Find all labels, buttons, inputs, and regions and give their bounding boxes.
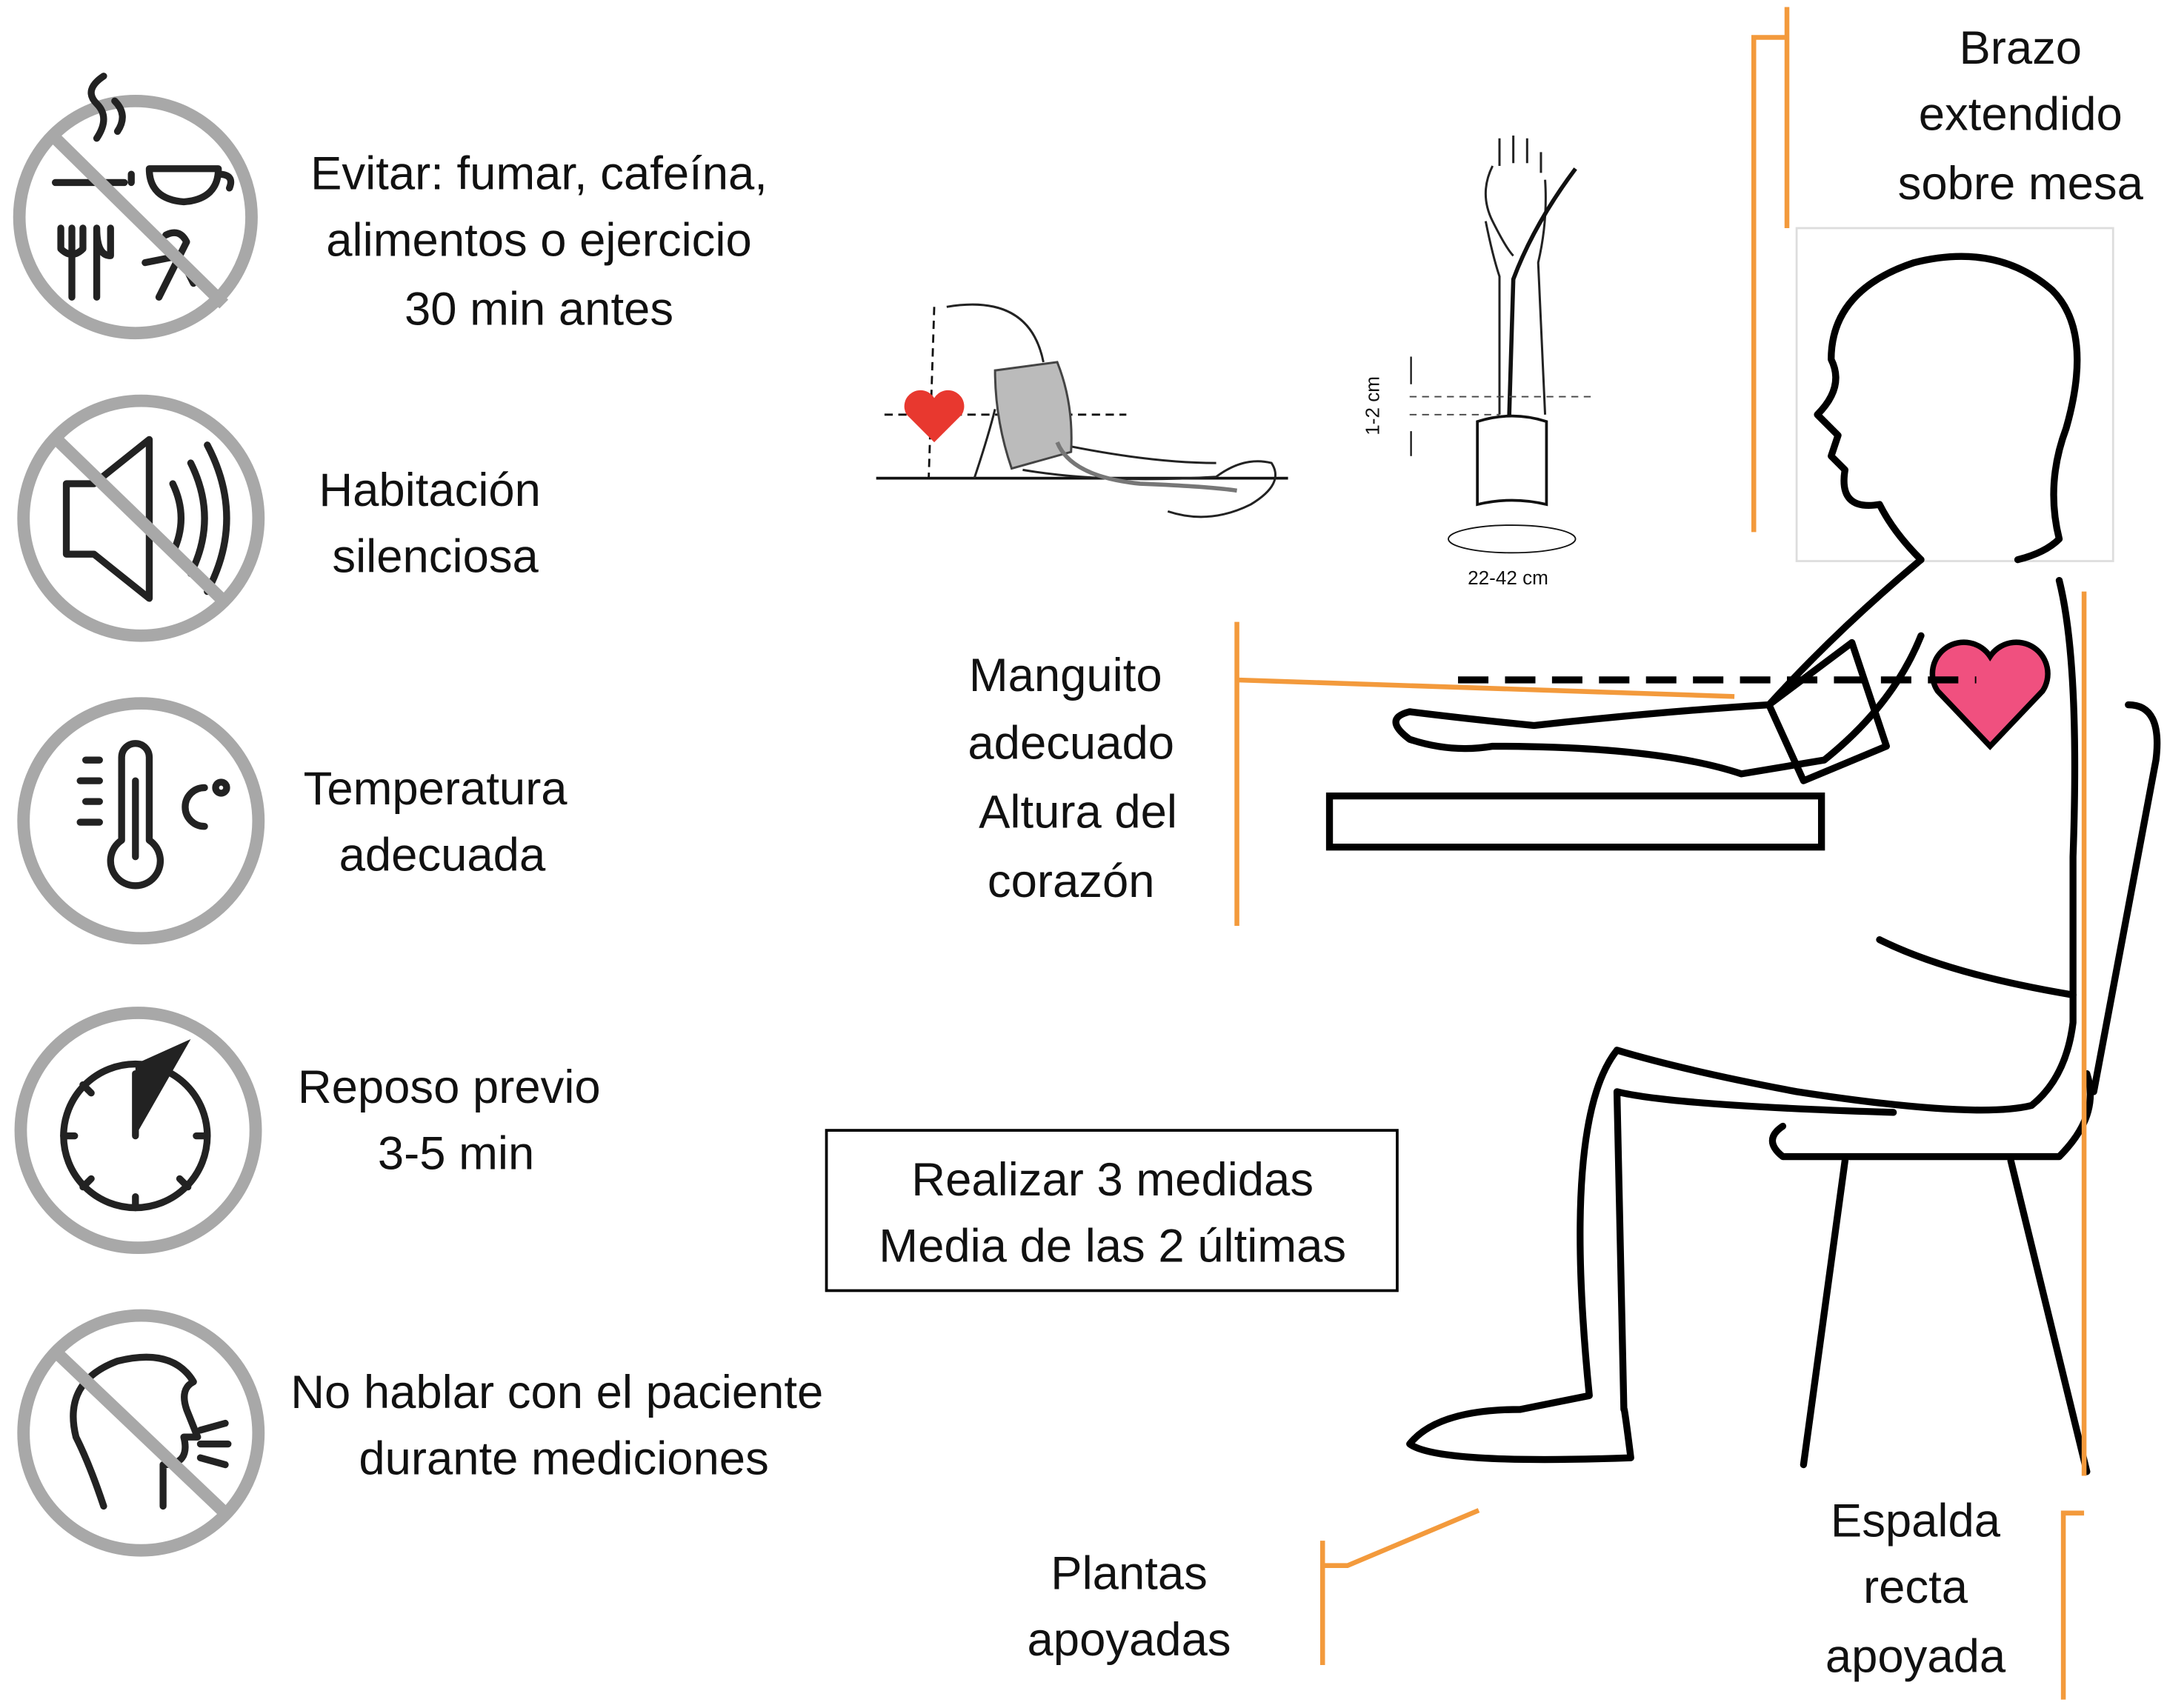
feet-callout-line-1: Plantas [1051, 1547, 1208, 1599]
cuff-callout-line-2: adecuado [968, 717, 1174, 769]
callout-lines [1234, 7, 2087, 1700]
recommendation-3-line-1: Temperatura [304, 763, 568, 815]
measures-line-2: Media de las 2 últimas [879, 1220, 1346, 1272]
recommendation-3-line-2: adecuada [339, 829, 546, 881]
recommendation-1-line-2: alimentos o ejercicio [326, 214, 751, 266]
clock-icon [14, 1007, 262, 1255]
cuff-callout-line-4: corazón [988, 855, 1155, 907]
recommendation-5-line-2: durante mediciones [359, 1433, 768, 1485]
arm-callout-line-2: extendido [1919, 89, 2123, 141]
no-talking-icon [17, 1309, 265, 1557]
arm-callout-line-1: Brazo [1959, 22, 2082, 74]
seated-person-figure [1325, 227, 2161, 1475]
heart-icon [904, 390, 965, 443]
recommendation-4-line-2: 3-5 min [378, 1127, 534, 1179]
recommendation-2-line-2: silenciosa [332, 530, 539, 582]
cuff-circumference-label: 22-42 cm [1468, 567, 1548, 589]
recommendation-2-line-1: Habitación [319, 464, 541, 516]
thermometer-icon [17, 697, 265, 945]
back-callout-line-1: Espalda [1831, 1495, 2001, 1547]
recommendation-4-line-1: Reposo previo [298, 1061, 601, 1113]
cuff-callout-line-1: Manguito [969, 650, 1162, 701]
cuff-offset-label: 1-2 cm [1362, 376, 1384, 436]
cuff-callout-line-3: Altura del [979, 787, 1177, 838]
cuff-front-view-illustration: 1-2 cm 22-42 cm [1362, 135, 1592, 589]
back-callout-line-2: recta [1863, 1561, 1968, 1613]
arm-callout-line-3: sobre mesa [1898, 158, 2144, 210]
recommendation-1-line-3: 30 min antes [405, 284, 673, 336]
heart-icon [1929, 639, 2051, 750]
recommendation-1-line-1: Evitar: fumar, cafeína, [310, 148, 768, 200]
measures-box: Realizar 3 medidas Media de las 2 última… [825, 1129, 1399, 1292]
cuff-shape [993, 361, 1073, 470]
no-smoking-food-exercise-icon [13, 73, 258, 340]
feet-callout-line-2: apoyadas [1028, 1614, 1231, 1666]
no-sound-icon [17, 394, 265, 642]
back-callout-line-3: apoyada [1825, 1630, 2006, 1682]
measures-line-1: Realizar 3 medidas [911, 1154, 1314, 1206]
cuff-side-view-illustration [876, 303, 1288, 518]
recommendation-5-line-1: No hablar con el paciente [290, 1367, 823, 1418]
